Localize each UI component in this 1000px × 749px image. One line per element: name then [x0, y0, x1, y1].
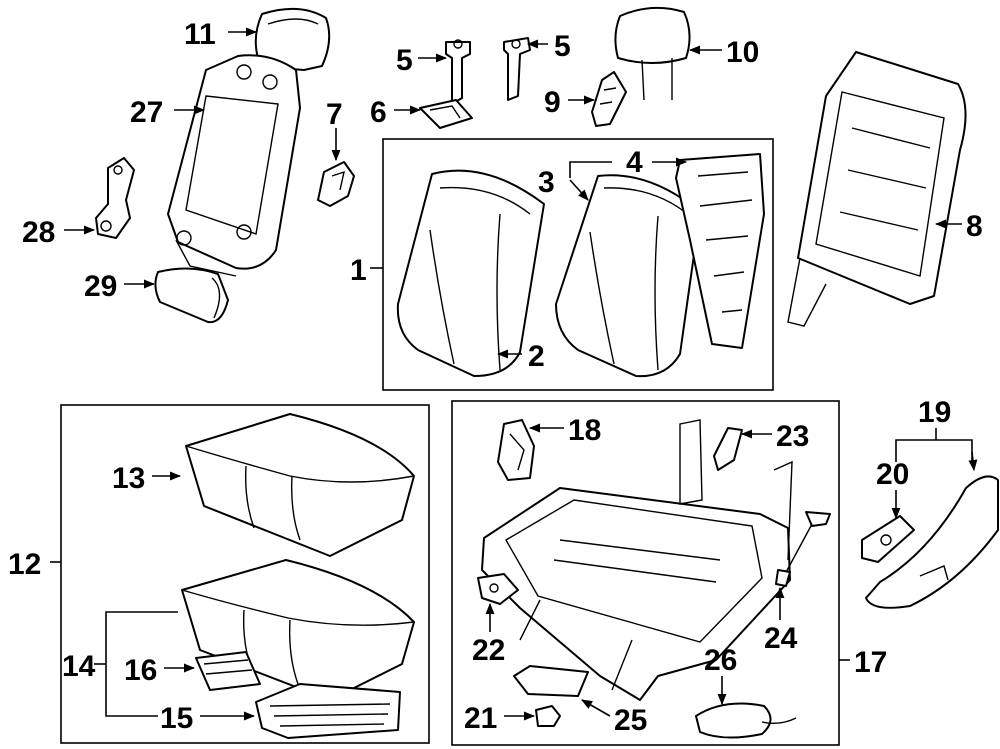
- seatback-frame-right-part: [787, 51, 967, 327]
- seatback-cover-left-part: [396, 169, 545, 377]
- leader-3: [569, 161, 612, 178]
- callout-22: 22: [472, 634, 505, 667]
- bezel-part: [419, 99, 473, 129]
- cover-plate-part: [513, 665, 589, 697]
- headrest-guide-b-part: [503, 37, 531, 101]
- leader-19-arrow: [968, 451, 978, 472]
- headrest-guide-a-part: [445, 39, 471, 105]
- callout-24: 24: [764, 622, 798, 655]
- callout-18: 18: [568, 414, 601, 447]
- seatback-cover-group-frame: [382, 138, 774, 391]
- callout-6: 6: [370, 96, 387, 129]
- callout-16: 16: [124, 654, 157, 687]
- headrest-center-part: [614, 6, 691, 101]
- callout-5a: 5: [396, 44, 413, 77]
- frame-bracket-part: [497, 419, 535, 481]
- actuator-part: [477, 573, 519, 605]
- callout-17: 17: [854, 646, 887, 679]
- wire-harness-part: [695, 702, 797, 739]
- callout-12: 12: [8, 548, 41, 581]
- callout-29: 29: [84, 270, 117, 303]
- seatbelt-buckle-part: [713, 427, 743, 471]
- cushion-frame-part: [255, 683, 401, 739]
- seat-frame-group-frame: [451, 400, 840, 746]
- callout-5b: 5: [554, 30, 571, 63]
- latch-bracket-part: [95, 157, 135, 239]
- heater-mat-part: [195, 651, 261, 691]
- callout-15: 15: [160, 702, 193, 735]
- callout-14: 14: [62, 650, 96, 683]
- callout-23: 23: [776, 420, 809, 453]
- callout-27: 27: [130, 96, 163, 129]
- clip-part: [317, 161, 355, 207]
- callout-25: 25: [614, 704, 647, 737]
- callout-19: 19: [918, 396, 951, 429]
- armrest-pad-part: [154, 267, 229, 324]
- side-trim-part: [865, 475, 999, 609]
- release-handle-part: [591, 71, 627, 127]
- callout-2: 2: [528, 340, 545, 373]
- callout-8: 8: [966, 210, 983, 243]
- callout-4: 4: [626, 146, 643, 179]
- cushion-group-frame: [60, 404, 430, 744]
- callout-21: 21: [464, 702, 497, 735]
- callout-7: 7: [326, 98, 343, 131]
- leader-25: [581, 699, 611, 717]
- callout-26: 26: [704, 644, 737, 677]
- headrest-left-part: [254, 7, 331, 71]
- cushion-cover-part: [185, 413, 415, 557]
- seatback-pad-part: [675, 153, 765, 349]
- leader-3-arrow: [569, 179, 589, 201]
- callout-9: 9: [544, 86, 561, 119]
- seat-switch-part: [861, 515, 915, 563]
- motor-part: [535, 705, 561, 727]
- seatback-frame-left-part: [167, 54, 301, 277]
- seatback-cover-right-part: [555, 174, 701, 378]
- callout-13: 13: [112, 462, 145, 495]
- callout-20: 20: [876, 458, 909, 491]
- callout-10: 10: [726, 36, 759, 69]
- callout-28: 28: [22, 216, 55, 249]
- sensor-part: [775, 511, 831, 587]
- callout-11: 11: [184, 18, 216, 51]
- callout-1: 1: [350, 254, 367, 287]
- seat-frame-part: [481, 419, 793, 701]
- callout-3: 3: [538, 166, 555, 199]
